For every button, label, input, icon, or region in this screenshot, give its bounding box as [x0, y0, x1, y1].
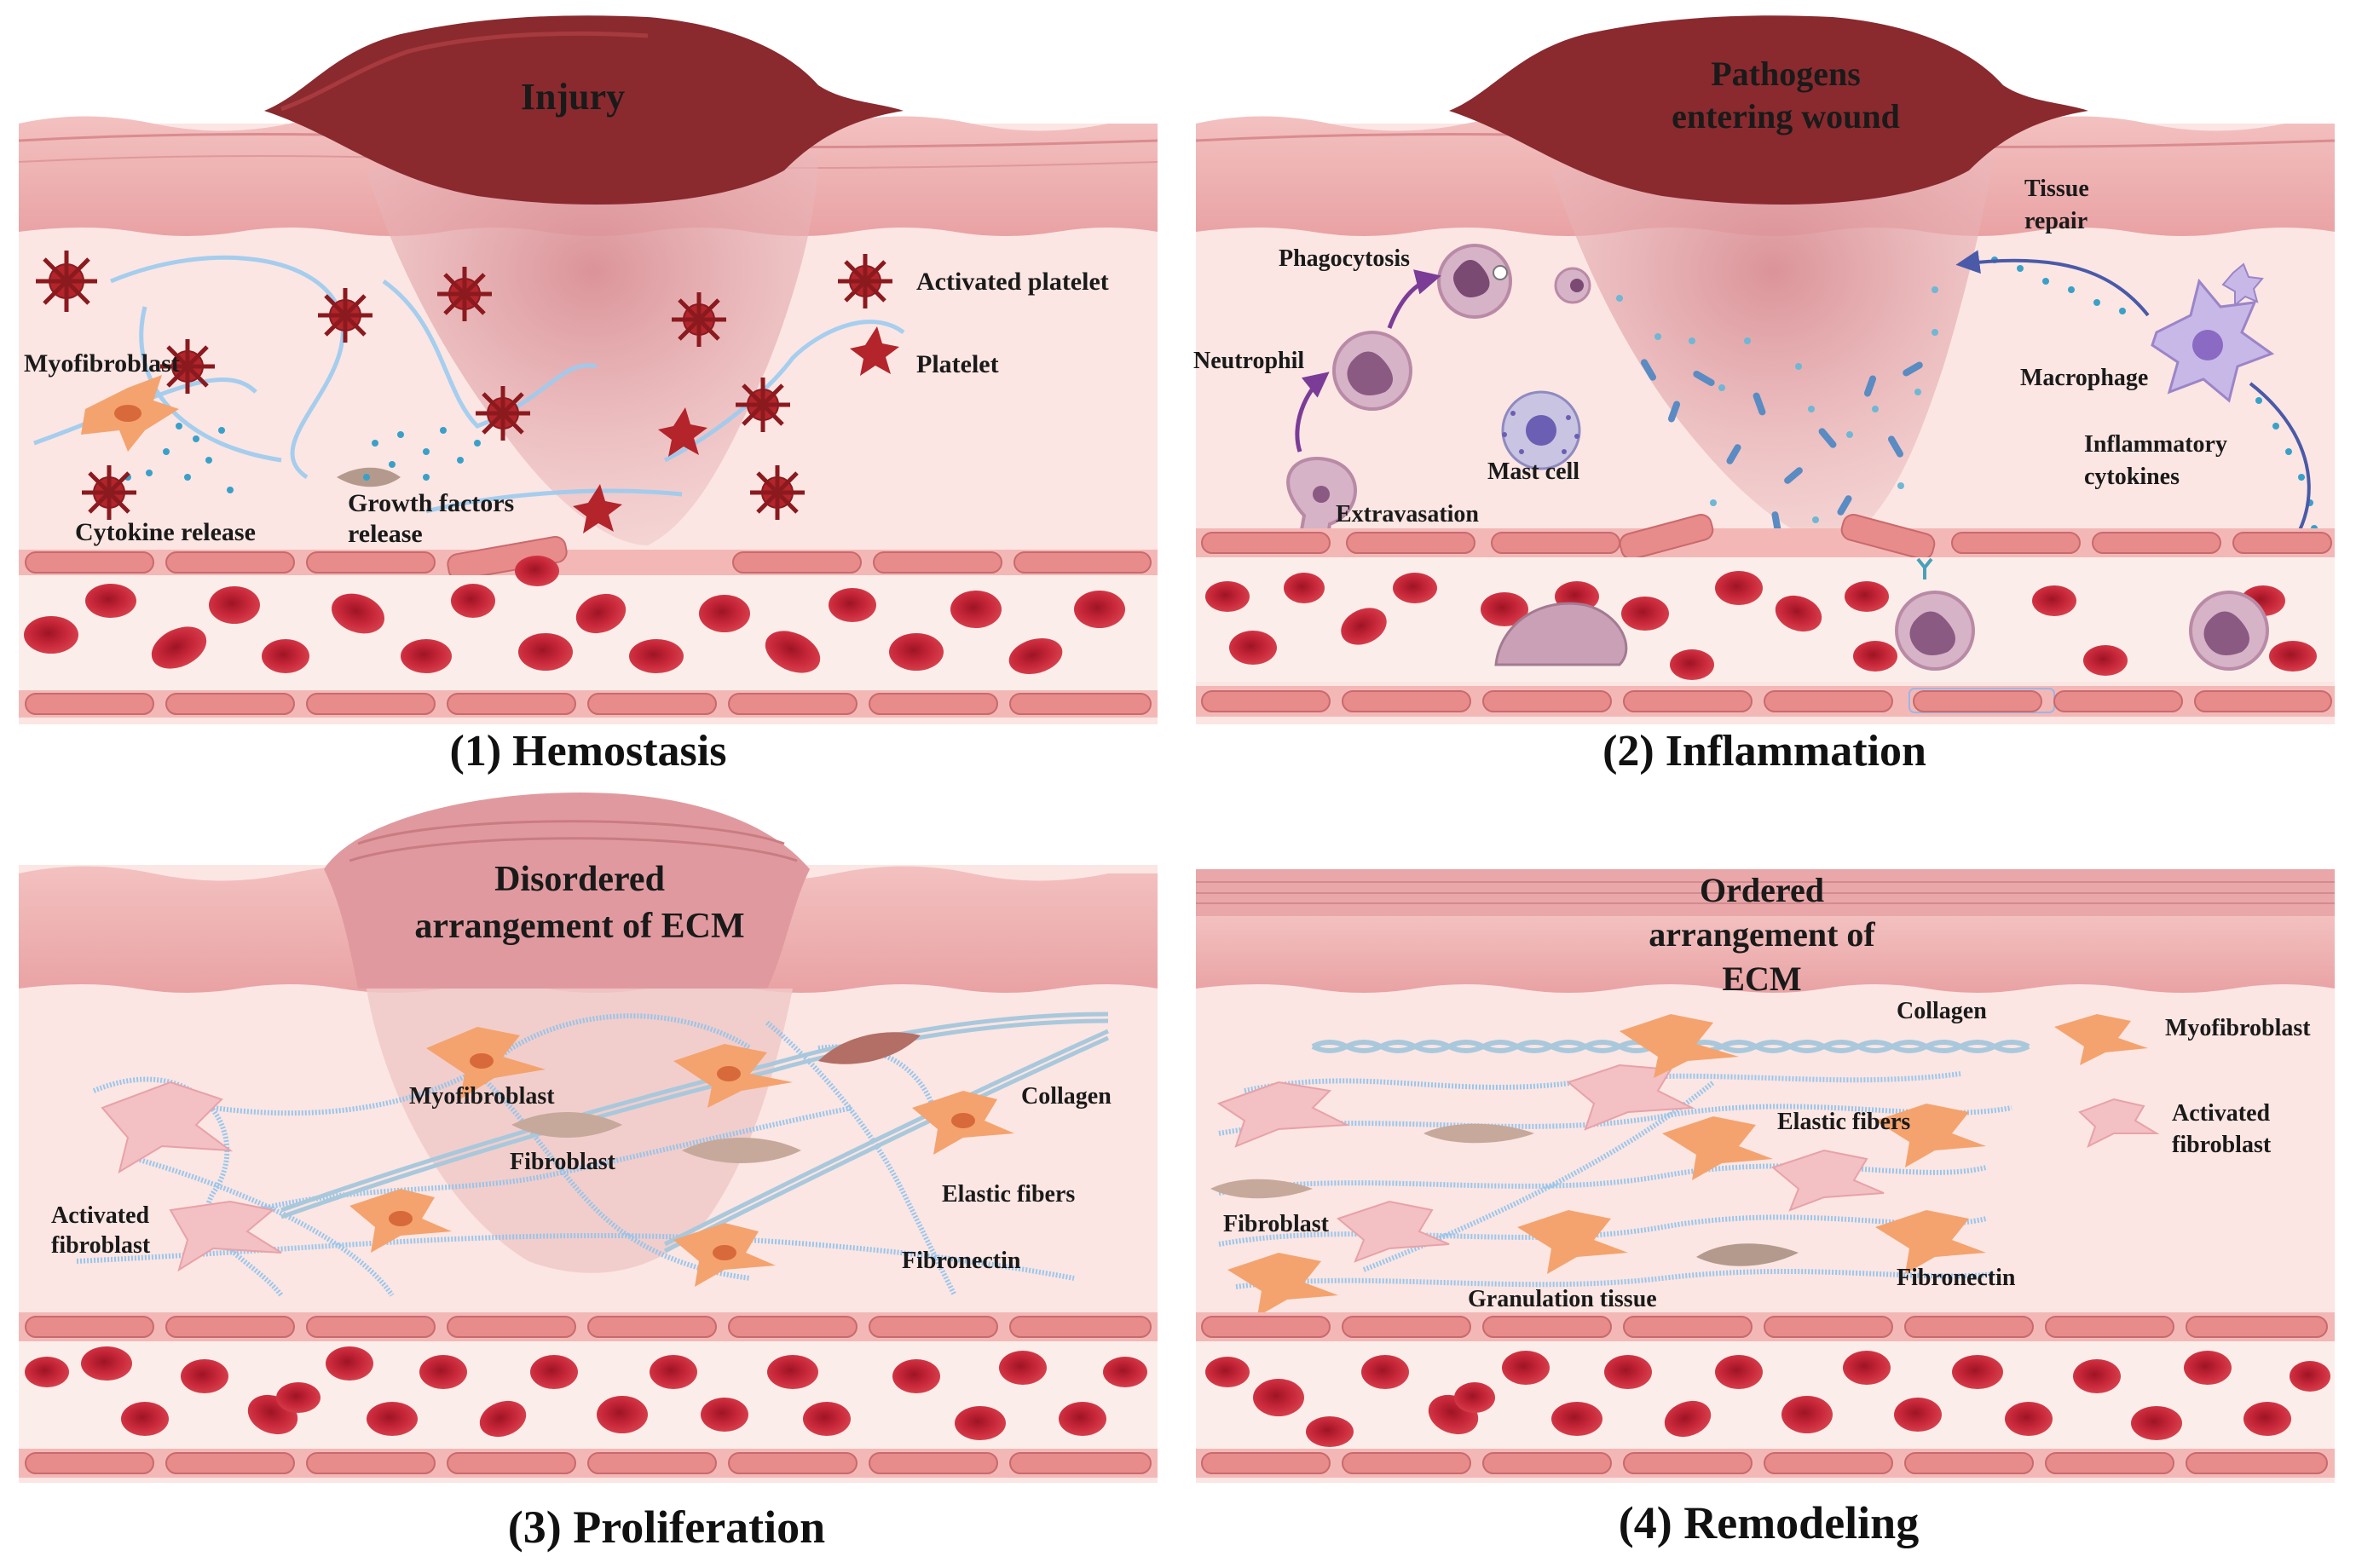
panel-title-proliferation: (3) Proliferation: [508, 1502, 825, 1553]
endothelium-bottom: [1196, 686, 2335, 717]
label-inflammatory: Inflammatory: [2084, 431, 2227, 458]
label-cytokines: cytokines: [2084, 464, 2180, 490]
label-extravasation: Extravasation: [1336, 501, 1479, 527]
label-phagocytosis: Phagocytosis: [1279, 245, 1410, 272]
label-platelet: Platelet: [916, 350, 999, 378]
myofibroblast: [81, 375, 179, 452]
wound-label: Injury: [521, 76, 625, 118]
endothelium-bottom: [19, 690, 1158, 718]
neutrophil-cell: [1332, 331, 1412, 411]
wound-label-line1: Ordered: [1700, 871, 1824, 909]
label-collagen: Collagen: [1897, 998, 1987, 1024]
label-growth-factors-release: release: [348, 520, 423, 548]
label-cytokine-release: Cytokine release: [75, 518, 256, 546]
endothelium-bottom: [19, 1449, 1158, 1478]
label-neutrophil: Neutrophil: [1193, 348, 1304, 374]
activated-platelets: [36, 251, 892, 520]
wound-cavity: [367, 153, 818, 545]
panel-title-remodeling: (4) Remodeling: [1619, 1497, 1919, 1548]
activated-fibroblasts: [101, 1081, 282, 1272]
fibroblasts: [1210, 1123, 1799, 1266]
fibroblasts: [511, 1032, 921, 1163]
label-activated: Activated: [51, 1202, 150, 1229]
epidermis: [1196, 916, 2335, 993]
macrophage: [2151, 262, 2275, 403]
wound-label-line2: arrangement of: [1649, 915, 1875, 954]
label-activated: Activated: [2172, 1100, 2271, 1127]
wound-label-line2: entering wound: [1672, 97, 1900, 135]
panel-proliferation: Disordered arrangement of ECM: [19, 793, 1158, 1553]
label-myofibroblast: Myofibroblast: [409, 1083, 555, 1110]
red-blood-cells: [1205, 1351, 2330, 1447]
wound-label-line2: arrangement of ECM: [414, 907, 744, 946]
wound-scab: [1449, 15, 2088, 205]
label-elastic-fibers: Elastic fibers: [1777, 1109, 1910, 1135]
label-fibroblast-activated: fibroblast: [2172, 1132, 2272, 1158]
endothelium-top: [19, 535, 1158, 581]
label-repair: repair: [2024, 208, 2087, 234]
endothelium-top: [19, 1312, 1158, 1341]
label-fibronectin: Fibronectin: [1897, 1265, 2016, 1291]
panel-title-hemostasis: (1) Hemostasis: [450, 727, 727, 775]
mast-cell: [1501, 390, 1581, 470]
label-fibroblast: Fibroblast: [510, 1149, 616, 1175]
cytokine-dots: [124, 423, 481, 493]
endothelium-top: [1196, 1312, 2335, 1341]
leukocytes-rolling: [1494, 557, 2269, 671]
label-fibroblast: Fibroblast: [1223, 1211, 1330, 1237]
label-macrophage: Macrophage: [2020, 365, 2148, 391]
red-blood-cells: [25, 1346, 1147, 1440]
wound-label-line3: ECM: [1722, 960, 1801, 998]
panel-remodeling: Ordered arrangement of ECM: [1196, 869, 2335, 1548]
label-fibroblast-activated: fibroblast: [51, 1232, 151, 1259]
platelets: [573, 326, 899, 533]
phagocytosis-neutrophil: [1437, 244, 1591, 319]
label-myofibroblast: Myofibroblast: [2165, 1015, 2311, 1041]
elastic-fibers: [33, 255, 905, 514]
label-tissue: Tissue: [2024, 176, 2089, 202]
label-collagen: Collagen: [1021, 1083, 1112, 1110]
label-mast-cell: Mast cell: [1487, 458, 1579, 485]
label-activated-platelet: Activated platelet: [916, 268, 1109, 296]
myofibroblasts: [1227, 1014, 2148, 1317]
label-granulation-tissue: Granulation tissue: [1468, 1286, 1657, 1312]
wound-cavity: [1551, 153, 1995, 545]
red-blood-cells: [24, 556, 1125, 675]
panel-inflammation: Pathogens entering wound: [1193, 15, 2336, 775]
pathogens: [1641, 359, 1923, 533]
pathogen-dots: [1616, 286, 1938, 523]
label-myofibroblast: Myofibroblast: [24, 349, 180, 378]
red-blood-cells: [1205, 571, 2317, 680]
wound-label-line1: Disordered: [494, 860, 665, 899]
wound-scab: [264, 15, 904, 205]
endothelium-top: [1196, 513, 2335, 561]
label-growth-factors: Growth factors: [348, 489, 514, 517]
endothelium-bottom: [1196, 1449, 2335, 1478]
label-elastic-fibers: Elastic fibers: [942, 1181, 1075, 1208]
panel-title-inflammation: (2) Inflammation: [1602, 727, 1926, 775]
label-fibronectin: Fibronectin: [902, 1248, 1021, 1274]
panel-hemostasis: Injury: [18, 15, 1158, 775]
wound-label-line1: Pathogens: [1711, 55, 1861, 93]
activated-fibroblasts: [1216, 1064, 2160, 1263]
